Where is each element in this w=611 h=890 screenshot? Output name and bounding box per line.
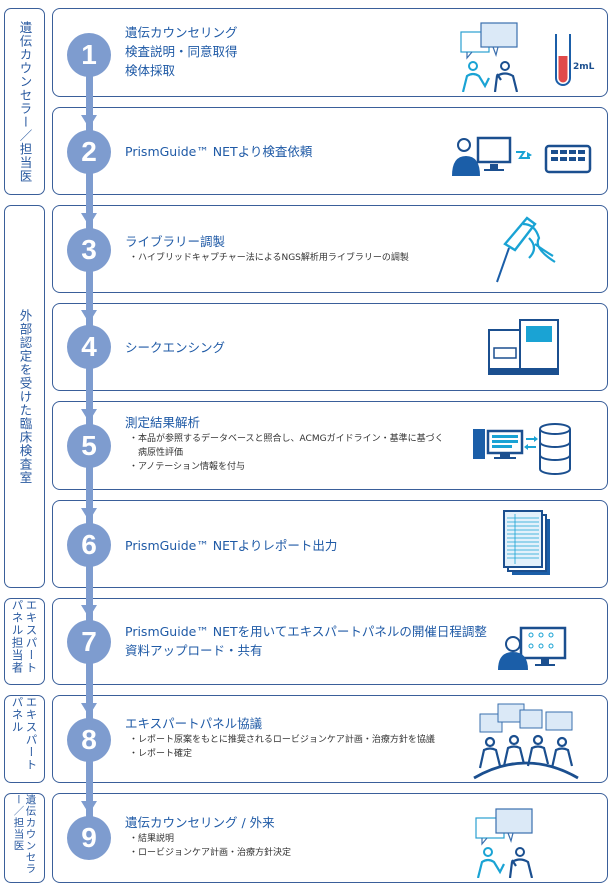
arrow-icon [81, 703, 97, 716]
arrow-icon [81, 801, 97, 814]
step-title: 測定結果解析 [125, 415, 201, 430]
step-box-6 [52, 500, 608, 588]
group-clinical-lab: 外部認定を受けた臨床検査室 [4, 205, 45, 588]
group-expert-panel: エキスパートパネル [4, 695, 45, 783]
step-6-content: PrismGuide™ NETよりレポート出力 [125, 536, 337, 555]
step-1-content: 遺伝カウンセリング 検査説明・同意取得 検体採取 [125, 23, 238, 80]
step-box-4 [52, 303, 608, 391]
step-number-7: 7 [67, 620, 111, 664]
step-bullet: 病原性評価 [129, 448, 184, 458]
arrow-icon [81, 115, 97, 128]
step-7-content: PrismGuide™ NETを用いてエキスパートパネルの開催日程調整 資料アッ… [125, 622, 487, 660]
step-8-content: エキスパートパネル協議 ・レポート原案をもとに推奨されるロービジョンケア計画・治… [125, 714, 435, 761]
step-title: エキスパートパネル協議 [125, 716, 263, 731]
step-bullet: ・レポート原案をもとに推奨されるロービジョンケア計画・治療方針を協議 [129, 735, 435, 745]
step-title: 検査説明・同意取得 [125, 44, 238, 59]
step-number-4: 4 [67, 325, 111, 369]
arrow-icon [81, 508, 97, 521]
step-bullet: ・ロービジョンケア計画・治療方針決定 [129, 848, 292, 858]
computer-order-icon [452, 136, 592, 176]
step-title: PrismGuide™ NETを用いてエキスパートパネルの開催日程調整 [125, 624, 487, 639]
step-bullet: ・本品が参照するデータベースと照合し、ACMGガイドライン・基準に基づく [129, 434, 444, 444]
video-conference-icon [498, 626, 567, 670]
meeting-icon [473, 703, 579, 780]
counseling-icon [460, 22, 519, 92]
step-title: PrismGuide™ NETよりレポート出力 [125, 538, 338, 553]
step-bullet: ・結果説明 [129, 834, 175, 844]
step-title: PrismGuide™ NETより検査依頼 [125, 144, 313, 159]
step-number-8: 8 [67, 718, 111, 762]
step-box-8 [52, 695, 608, 783]
counseling-icon [475, 808, 534, 878]
step-box-5 [52, 401, 608, 490]
step-5-content: 測定結果解析 ・本品が参照するデータベースと照合し、ACMGガイドライン・基準に… [125, 413, 444, 474]
step-box-3 [52, 205, 608, 293]
group-expert-panel-staff: エキスパートパネル担当者 [4, 598, 45, 685]
step-title: 資料アップロード・共有 [125, 643, 263, 658]
sequencer-icon [488, 319, 559, 375]
report-icon [503, 510, 550, 575]
arrow-icon [81, 213, 97, 226]
step-box-9 [52, 793, 608, 883]
step-box-7 [52, 598, 608, 685]
step-bullet: ・アノテーション情報を付与 [129, 462, 246, 472]
database-icon [473, 423, 571, 475]
step-title: 遺伝カウンセリング / 外来 [125, 815, 275, 830]
step-number-3: 3 [67, 228, 111, 272]
step-title: 遺伝カウンセリング [125, 25, 238, 40]
step-number-2: 2 [67, 130, 111, 174]
step-title: シークエンシング [125, 340, 226, 355]
volume-label: 2mL [573, 62, 595, 72]
step-number-6: 6 [67, 523, 111, 567]
step-number-9: 9 [67, 816, 111, 860]
step-3-content: ライブラリー調製 ・ハイブリッドキャプチャー法によるNGS解析用ライブラリーの調… [125, 232, 409, 265]
step-box-1 [52, 8, 608, 97]
pipette-icon [496, 216, 556, 283]
step-2-content: PrismGuide™ NETより検査依頼 [125, 142, 312, 161]
arrow-icon [81, 310, 97, 323]
step-number-1: 1 [67, 33, 111, 77]
step-number-5: 5 [67, 424, 111, 468]
step-4-content: シークエンシング [125, 338, 225, 357]
step-bullet: ・ハイブリッドキャプチャー法によるNGS解析用ライブラリーの調製 [129, 253, 409, 263]
step-title: 検体採取 [125, 63, 176, 78]
group-genetic-counselor-2: 遺伝カウンセラー／担当医 [4, 793, 45, 883]
group-genetic-counselor: 遺伝カウンセラー／担当医 [4, 8, 45, 195]
arrow-icon [81, 605, 97, 618]
arrow-icon [81, 409, 97, 422]
test-tube-icon [555, 34, 571, 86]
step-bullet: ・レポート確定 [129, 749, 193, 759]
step-title: ライブラリー調製 [125, 234, 226, 249]
step-box-2 [52, 107, 608, 195]
step-9-content: 遺伝カウンセリング / 外来 ・結果説明 ・ロービジョンケア計画・治療方針決定 [125, 813, 291, 860]
